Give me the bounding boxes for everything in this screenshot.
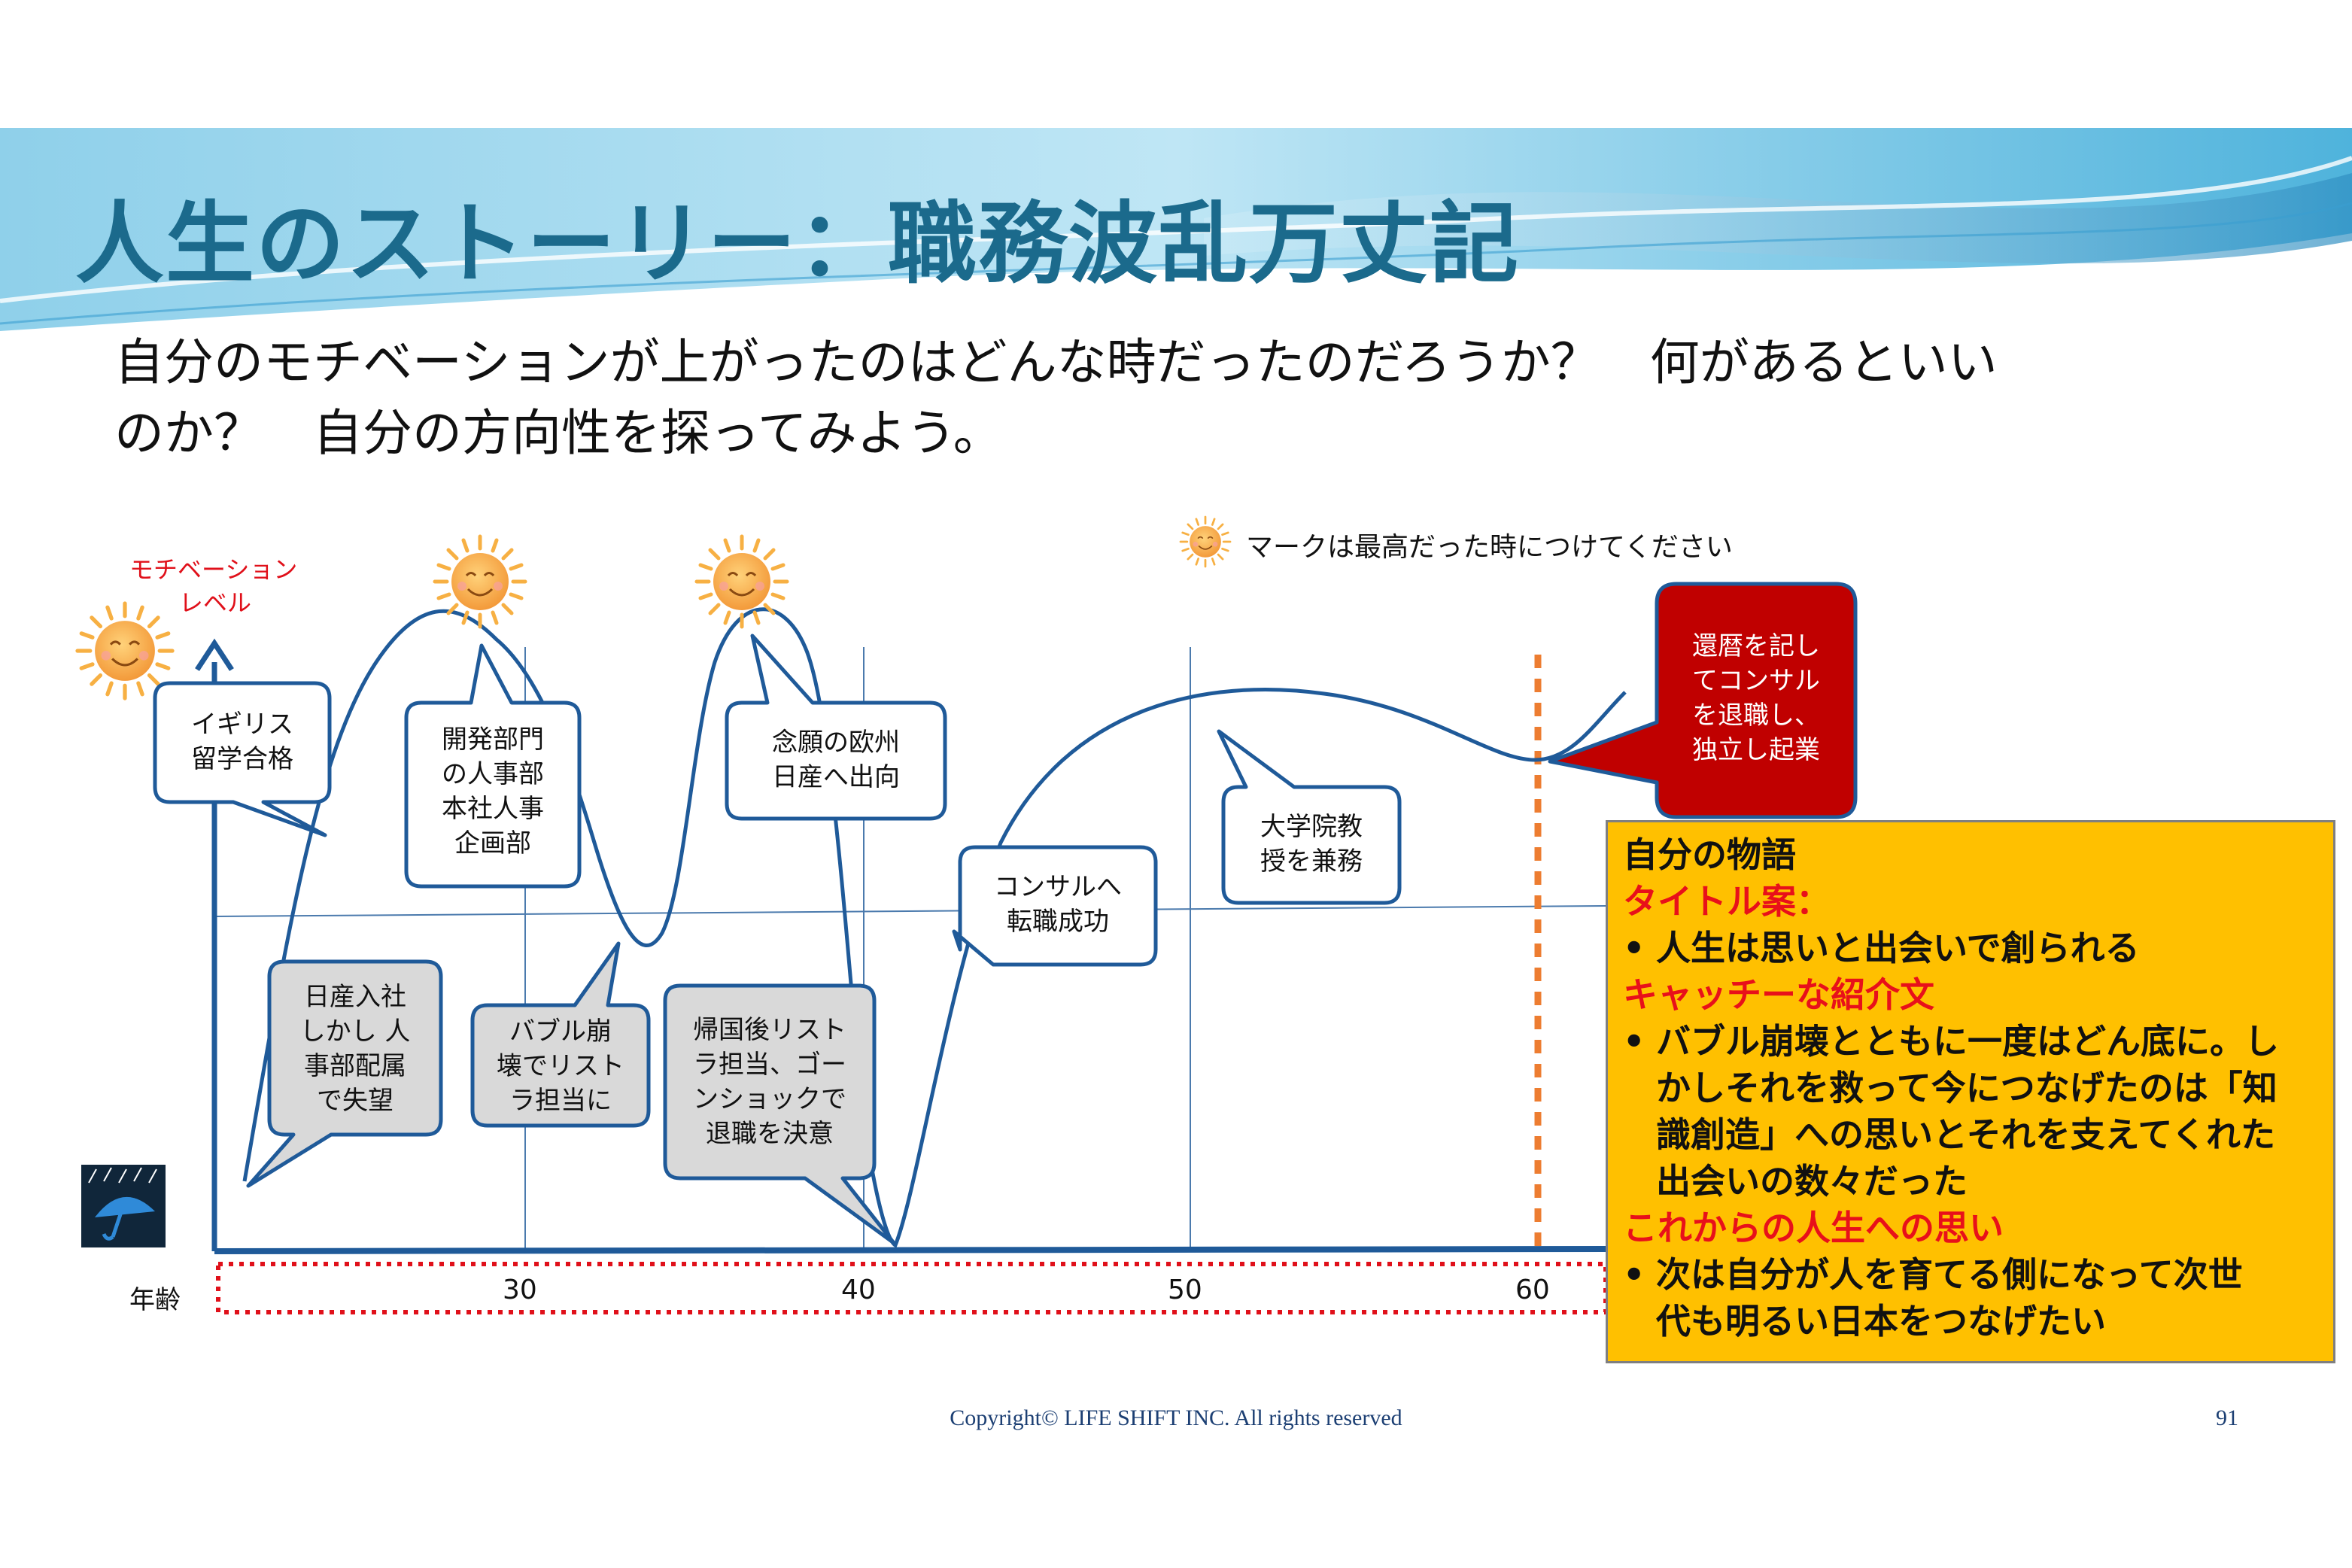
event-return: 帰国後リストラ担当、ゴー ンショックで退職を決意 (693, 1015, 846, 1149)
subtitle-line2: のか？ 自分の方向性を探ってみよう。 (114, 404, 1003, 462)
story-future-label: これからの人生への思い (1623, 1208, 2004, 1248)
bullet-dot: • (1623, 1021, 1645, 1062)
story-box: 自分の物語 タイトル案： • 人生は思いと出会いで創られる キャッチーな紹介文 … (1606, 820, 2335, 1363)
page-number: 91 (2216, 1405, 2238, 1430)
tick-40: 40 (841, 1275, 876, 1305)
sun-icon-35 (697, 536, 787, 627)
umbrella-rain-icon (81, 1165, 166, 1247)
sun-legend-text: マークは最高だった時につけてください (1246, 532, 1733, 563)
bubble-europe (725, 634, 947, 821)
event-nissan: 日産入社しかし 人 事部配属で失望 (299, 982, 411, 1116)
event-europe: 念願の欧州日産へ出向 (772, 728, 900, 792)
bubble-england (153, 681, 332, 837)
story-catch-label: キャッチーな紹介文 (1623, 974, 1934, 1015)
story-catch-text: バブル崩壊とともに一度はどん底に。し かしそれを救って今につなげたのは「知 識創… (1656, 1021, 2279, 1202)
subtitle-line1: 自分のモチベーションが上がったのはどんな時だったのだろうか？ 何があるといい (114, 333, 1998, 391)
y-axis-label-line2: レベル (179, 588, 252, 617)
event-consul: コンサルへ転職成功 (994, 872, 1122, 937)
bubble-nissan (246, 959, 443, 1188)
x-axis-label: 年齢 (129, 1285, 181, 1315)
story-heading: 自分の物語 (1623, 834, 1796, 875)
story-future-item: • 次は自分が人を育てる側になって次世 代も明るい日本をつなげたい (1623, 1251, 2318, 1345)
bubble-consul (952, 845, 1158, 967)
sun-legend-icon (1179, 515, 1232, 568)
bubble-bubble (470, 941, 651, 1128)
bullet-dot: • (1623, 1254, 1645, 1295)
bubble-retire (1548, 582, 1858, 819)
bubble-return (663, 983, 896, 1245)
bubble-development (404, 643, 582, 889)
bubble-professor (1217, 729, 1402, 905)
page-title: 人生のストーリー：職務波乱万丈記 (75, 192, 1521, 296)
sun-icon-30 (435, 536, 525, 627)
story-title-item: • 人生は思いと出会いで創られる (1623, 925, 2318, 971)
story-title-text: 人生は思いと出会いで創られる (1656, 928, 2140, 968)
copyright-footer: Copyright© LIFE SHIFT INC. All rights re… (950, 1405, 1402, 1430)
event-bubble: バブル崩壊でリスト ラ担当に (497, 1016, 624, 1116)
header-wave-banner (0, 128, 2352, 331)
event-england: イギリス留学合格 (191, 710, 293, 774)
event-professor: 大学院教授を兼務 (1260, 812, 1363, 877)
story-catch-item: • バブル崩壊とともに一度はどん底に。し かしそれを救って今につなげたのは「知 … (1623, 1018, 2318, 1205)
story-title-label: タイトル案： (1623, 881, 1831, 922)
bullet-dot: • (1623, 928, 1645, 968)
y-axis-label-line1: モチベーション (129, 555, 298, 584)
sun-icon-start (77, 603, 172, 698)
tick-30: 30 (503, 1275, 537, 1305)
event-development: 開発部門の人事部 本社人事企画部 (442, 725, 544, 858)
event-retire: 還暦を記してコンサル を退職し、独立し起業 (1692, 631, 1820, 765)
tick-50: 50 (1168, 1275, 1202, 1305)
story-future-text: 次は自分が人を育てる側になって次世 代も明るい日本をつなげたい (1656, 1254, 2243, 1342)
tick-60: 60 (1515, 1275, 1550, 1305)
